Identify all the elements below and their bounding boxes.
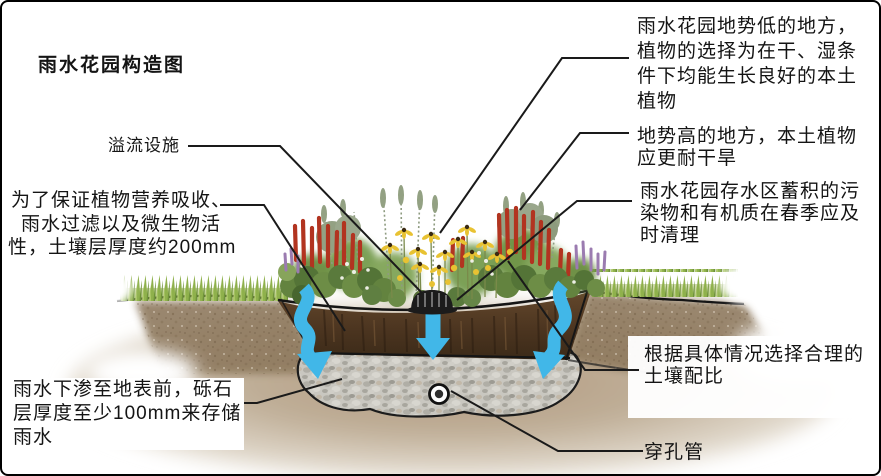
label-pollutant-cleanup: 雨水花园存水区蓄积的污 染物和有机质在春季应及 时清理 [640, 181, 861, 246]
infiltration-arrows [294, 280, 572, 379]
callout-pollutant [456, 200, 632, 301]
label-backing [628, 336, 879, 418]
perforated-pipe-circle [428, 383, 450, 405]
callout-high-area [519, 132, 629, 211]
label-perforated-pipe: 穿孔管 [644, 442, 705, 463]
label-high-area-plants: 地势高的地方，本土植物 应更耐干旱 [637, 126, 858, 169]
label-low-area-plants: 雨水花园地势低的地方， 植物的选择为在干、湿条 件下均能生长良好的本土 植物 [637, 16, 858, 112]
callout-soil-layer [220, 204, 346, 332]
diagram-title: 雨水花园构造图 [38, 55, 186, 76]
grass-right [592, 269, 738, 297]
white-flowers [300, 251, 576, 290]
ground-surface [96, 264, 773, 306]
infiltration-arrow-right [543, 280, 572, 362]
grass-left [120, 273, 288, 301]
overflow-outlet-dome [407, 290, 457, 315]
callout-perforated-pipe [450, 390, 643, 452]
label-gravel-storage: 雨水下渗至地表前，砾石 层厚度至少100mm来存储 雨水 [10, 378, 245, 450]
callout-low-area [439, 57, 629, 234]
callout-lines [188, 57, 643, 452]
callout-overflow [188, 145, 423, 294]
label-soil-thickness: 为了保证植物营养吸收、 雨水过滤以及微生物活 性，土壤层厚度约200mm [8, 190, 237, 258]
label-overflow-facility: 溢流设施 [108, 136, 180, 155]
callout-soil-mix [507, 260, 639, 371]
infiltration-arrow-left [294, 283, 317, 364]
yellow-coneflowers [380, 224, 514, 300]
label-soil-mix: 根据具体情况选择合理的 土壤配比 [644, 344, 865, 387]
purple-flower-spikes [283, 240, 607, 276]
